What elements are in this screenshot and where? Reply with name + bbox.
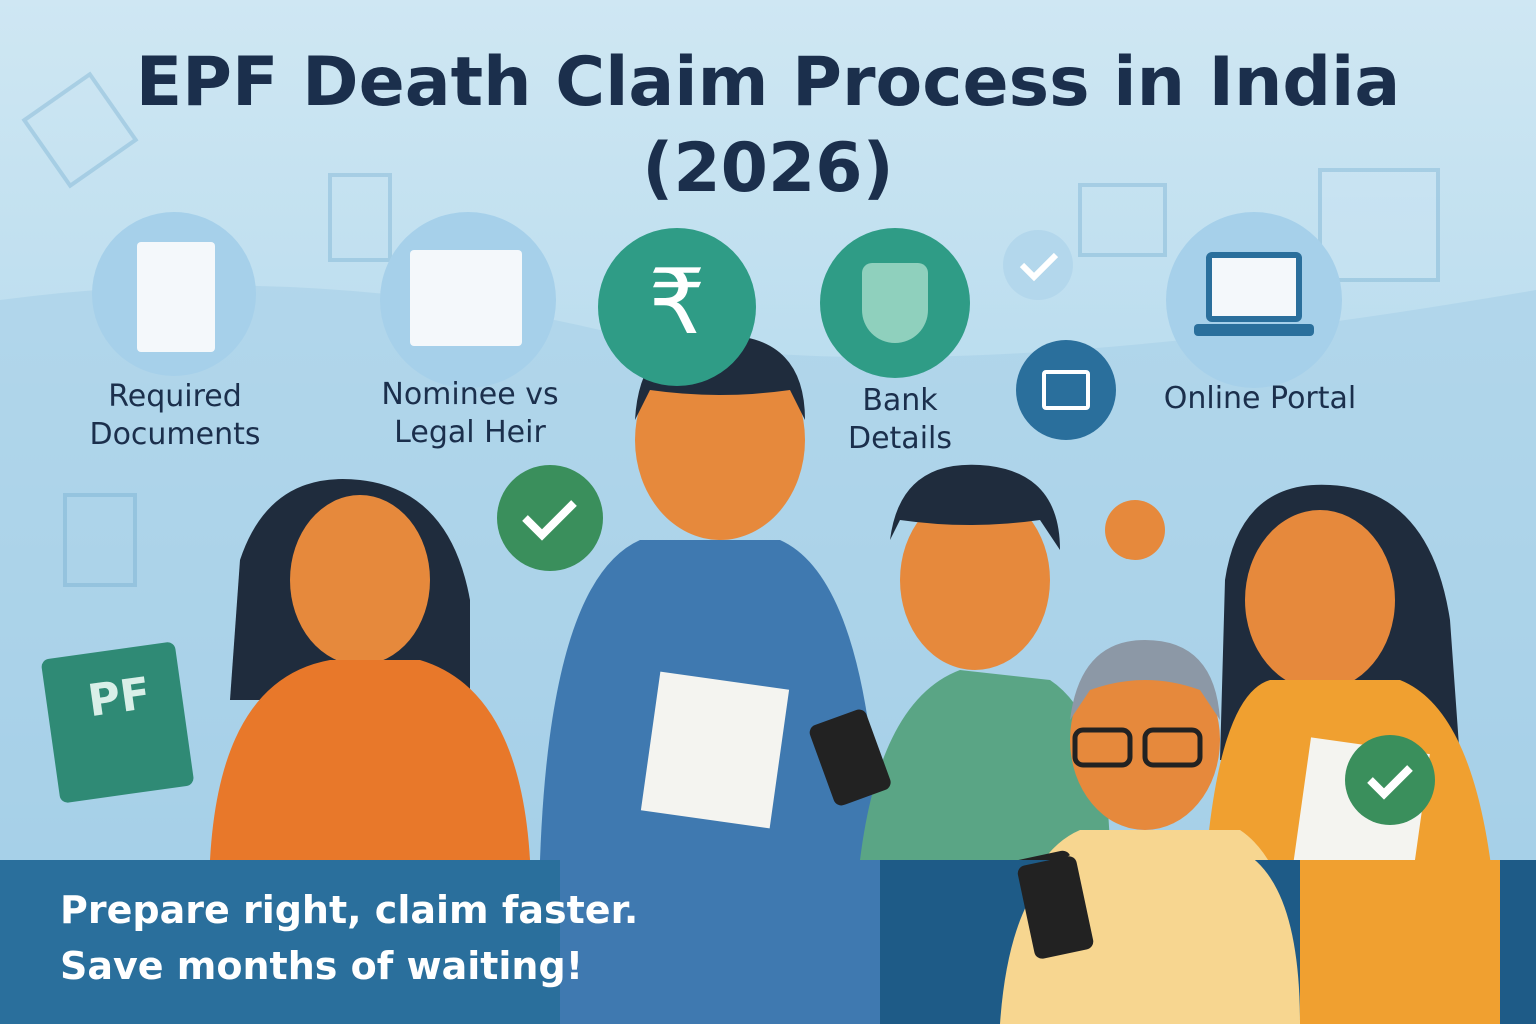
- label-line: Details: [847, 421, 952, 456]
- online-portal-label: Online Portal: [1140, 380, 1380, 418]
- pf-card: [41, 642, 194, 803]
- document-icon: [92, 212, 256, 376]
- rupee-icon: ₹: [598, 228, 756, 386]
- laptop-icon: [1166, 212, 1342, 388]
- banner-panel: [0, 860, 700, 1024]
- banner-line-2: Save months of waiting!: [60, 944, 584, 988]
- page-title: EPF Death Claim Process in India (2026): [0, 40, 1536, 212]
- label-line: Documents: [89, 417, 261, 452]
- label-line: Legal Heir: [394, 415, 546, 450]
- label-line: Online Portal: [1163, 381, 1357, 416]
- banner-line-1: Prepare right, claim faster.: [60, 888, 639, 932]
- form-icon: [1016, 340, 1116, 440]
- bank-shield-icon: [820, 228, 970, 378]
- young-man-phone: [809, 464, 1110, 860]
- pf-card-text: PF: [84, 667, 154, 728]
- label-line: Required: [108, 379, 242, 414]
- title-line-1: EPF Death Claim Process in India: [135, 43, 1401, 122]
- id-card-icon: [380, 212, 556, 388]
- woman-worried: [210, 479, 530, 860]
- decor-document-icon: [21, 71, 1440, 587]
- rupee-symbol: ₹: [648, 250, 706, 355]
- label-line: Bank: [862, 383, 938, 418]
- title-line-2: (2026): [642, 129, 894, 208]
- label-line: Nominee vs: [381, 377, 559, 412]
- check-icon: [497, 465, 603, 571]
